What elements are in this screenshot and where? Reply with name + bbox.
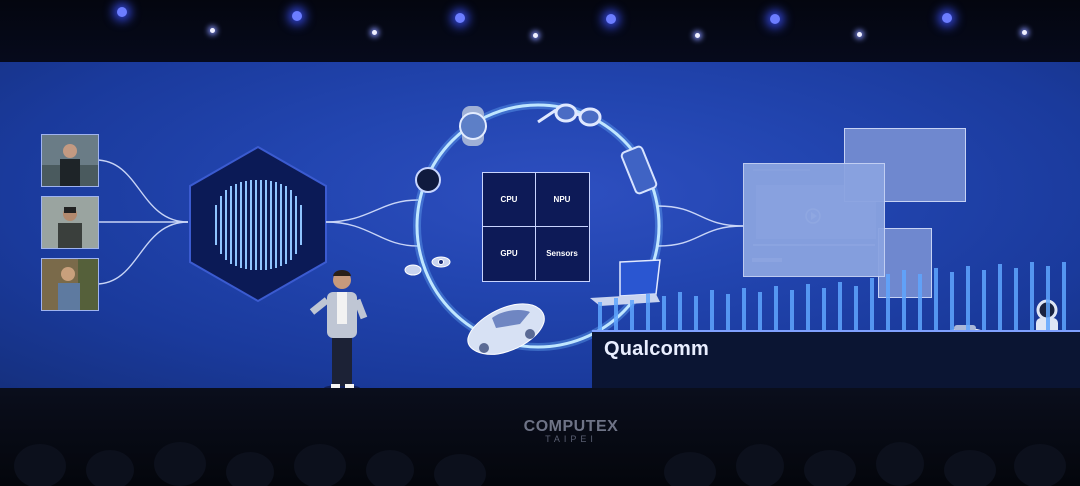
person-photo-thumbnail <box>41 258 99 311</box>
spotlight <box>606 14 616 24</box>
cpu-block: CPU <box>483 173 536 227</box>
ai-chip-hexagon <box>189 145 327 303</box>
video-player-window <box>743 163 885 277</box>
smart-glasses-icon <box>537 103 602 127</box>
input-connector-lines <box>95 159 189 285</box>
earbuds-icon <box>404 256 451 276</box>
npu-block: NPU <box>536 173 588 227</box>
spotlight <box>942 13 952 23</box>
chip-connector-lines <box>325 199 419 247</box>
device-ring <box>413 101 663 351</box>
spotlight <box>117 7 127 17</box>
processor-block-grid: CPU NPU GPU Sensors <box>482 172 590 282</box>
smartphone-icon <box>620 145 658 195</box>
spotlight <box>695 33 700 38</box>
spotlight <box>1022 30 1027 35</box>
spotlight <box>455 13 465 23</box>
spotlight <box>857 32 862 37</box>
spotlight <box>770 14 780 24</box>
car-icon <box>467 303 545 355</box>
gpu-block: GPU <box>483 227 536 280</box>
spotlight <box>533 33 538 38</box>
laptop-icon <box>590 259 661 306</box>
ceiling-lights <box>0 0 1080 62</box>
qualcomm-logo: Qualcomm <box>604 338 709 360</box>
audience-silhouettes <box>14 442 1066 486</box>
taipei-watermark: TAIPEI <box>545 434 597 444</box>
person-photo-thumbnail <box>41 196 99 249</box>
audience-area <box>0 388 1080 486</box>
stage-front-panel <box>592 330 1080 390</box>
round-sensor-icon <box>415 167 441 193</box>
person-photo-thumbnail <box>41 134 99 187</box>
spotlight <box>210 28 215 33</box>
spotlight <box>292 11 302 21</box>
sensors-block: Sensors <box>546 249 578 258</box>
computex-watermark: COMPUTEX <box>523 418 619 435</box>
presenter-figure <box>309 270 368 391</box>
smartwatch-icon <box>459 106 487 146</box>
spotlight <box>372 30 377 35</box>
light-bars <box>598 262 1066 330</box>
output-connector-lines <box>657 205 744 247</box>
